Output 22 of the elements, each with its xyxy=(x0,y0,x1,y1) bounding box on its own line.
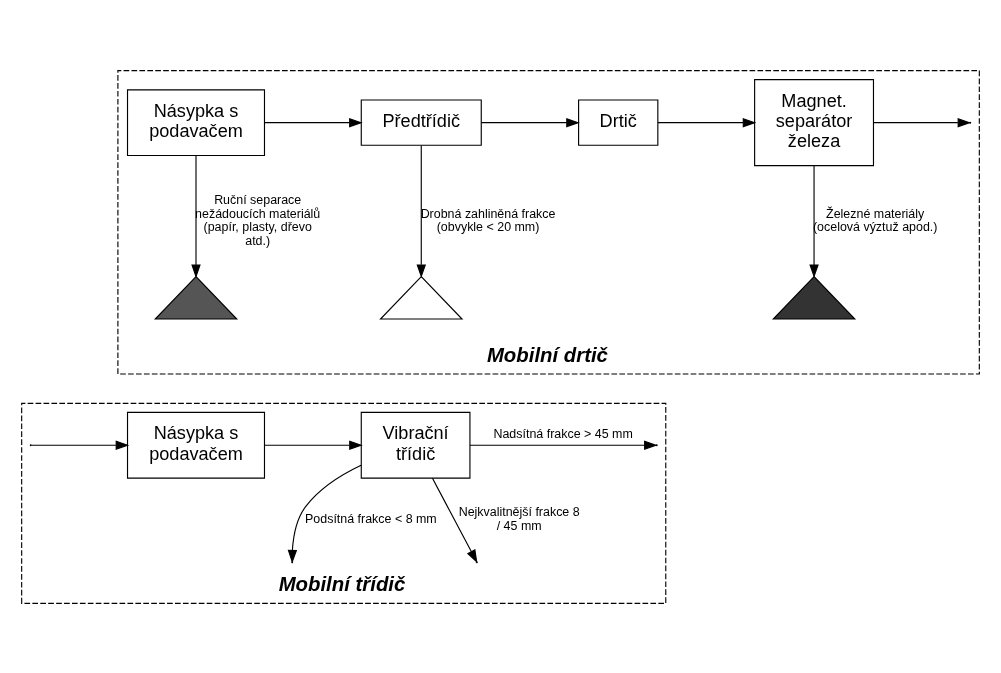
arrow xyxy=(657,117,757,127)
edge-label: Nadsítná frakce > 45 mm xyxy=(493,426,633,441)
node-box: Drtič xyxy=(578,98,659,146)
node-box: Předtřídič xyxy=(360,98,482,146)
edge-label: Podsítná frakce < 8 mm xyxy=(305,511,437,526)
node-box: Magnet. separátor železa xyxy=(754,78,875,166)
arrow xyxy=(431,477,478,563)
arrow xyxy=(191,154,201,278)
node-mound xyxy=(379,275,464,320)
node-box: Násypka s podavačem xyxy=(126,411,266,479)
arrow xyxy=(416,144,427,278)
edge-label: Nejkvalitnější frakce 8 / 45 mm xyxy=(458,504,580,533)
arrow xyxy=(480,117,580,127)
arrow xyxy=(809,164,819,278)
node-mound xyxy=(771,275,857,320)
arrow xyxy=(469,440,658,450)
node-box: Vibrační třídič xyxy=(360,411,471,479)
arrow xyxy=(264,117,363,127)
node-box: Násypka s podavačem xyxy=(126,88,266,156)
arrow xyxy=(30,440,130,450)
node-mound xyxy=(153,275,239,320)
arrow xyxy=(264,440,363,450)
